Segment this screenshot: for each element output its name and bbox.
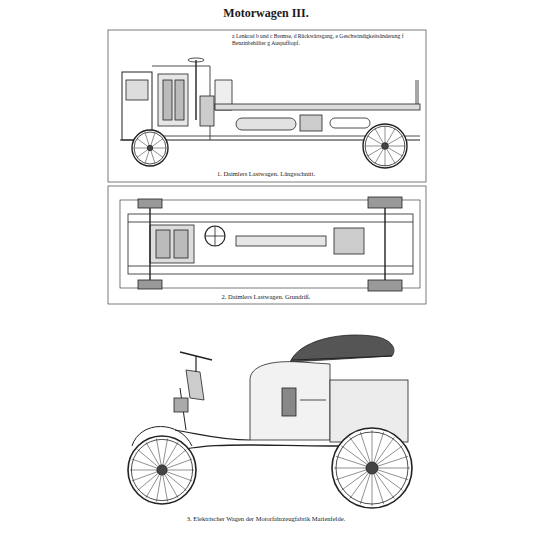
wheel-rim — [332, 428, 412, 508]
wheel-hub — [157, 465, 167, 475]
wheel-tyre — [365, 126, 405, 166]
wheel-rim — [363, 124, 407, 168]
figure-caption: 1. Daimlers Lastwagen. Längsschnitt. — [217, 170, 315, 177]
legend-note: a Lenkrad b und c Bremse, d Rückwärtsgan… — [232, 33, 422, 47]
wheels — [128, 124, 412, 508]
wheel-rim — [132, 130, 168, 166]
figure-frame — [108, 30, 426, 182]
wheel-rim — [128, 436, 196, 504]
wheel-hub — [366, 462, 378, 474]
wheel-tyre — [134, 132, 166, 164]
truck-plan-view — [120, 197, 420, 291]
wheel-hub — [147, 145, 152, 150]
wheel-hub — [382, 143, 389, 150]
figure-caption: 2. Daimlers Lastwagen. Grundriß. — [222, 293, 311, 300]
figure-caption: 3. Elektrischer Wagen der Motorfahrzeugf… — [187, 515, 345, 522]
figure-frame — [108, 186, 426, 304]
plate-title: Motorwagen III. — [223, 6, 308, 21]
